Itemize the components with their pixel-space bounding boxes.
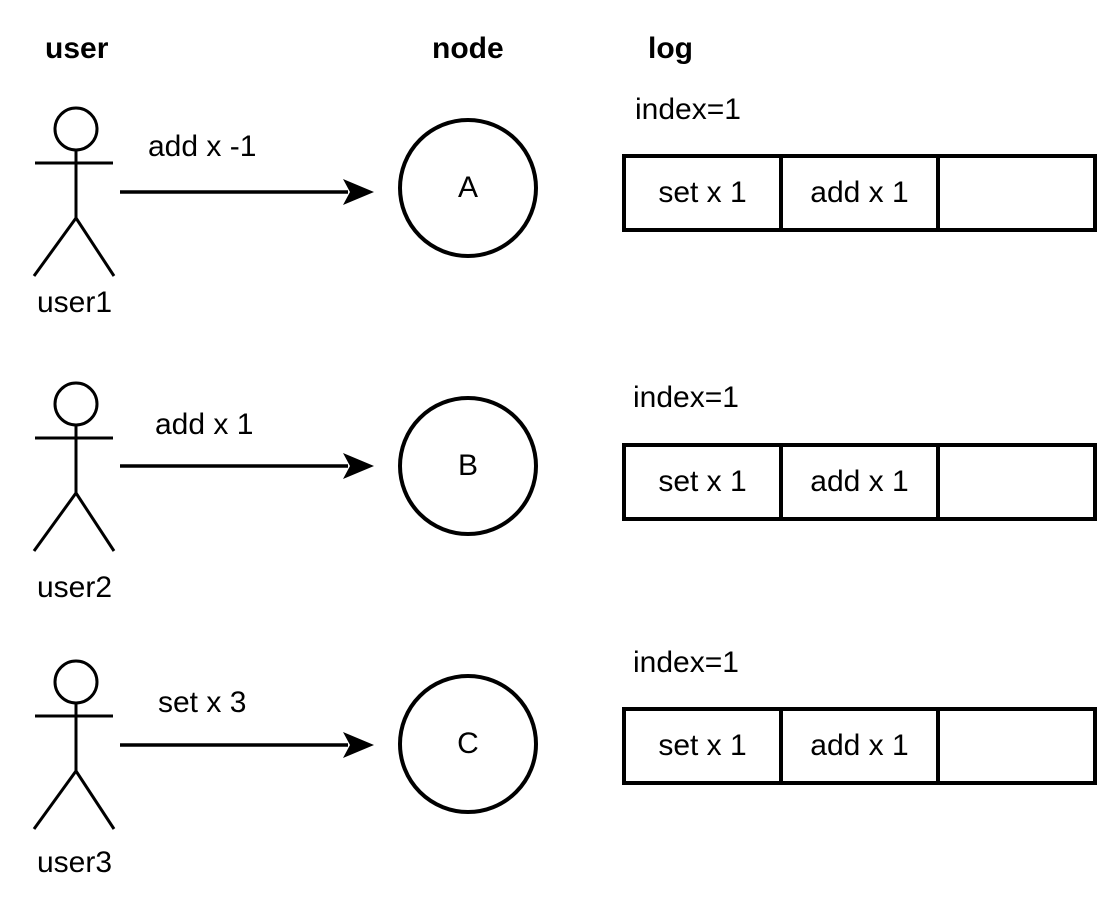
user-label: user2 — [37, 571, 113, 604]
log-cell — [936, 447, 1093, 517]
log-cell: set x 1 — [658, 176, 747, 209]
stick-figure-icon — [30, 658, 122, 834]
log-index-label: index=1 — [633, 646, 739, 679]
node-circle: C — [398, 674, 538, 814]
column-header-node: node — [432, 32, 504, 65]
column-header-user: user — [45, 32, 109, 65]
node-label: B — [457, 449, 478, 482]
stick-figure-icon — [30, 380, 122, 556]
log-cell — [936, 158, 1093, 228]
message-label: set x 3 — [158, 686, 247, 719]
log-cell: set x 1 — [658, 465, 747, 498]
log-cell: add x 1 — [779, 447, 936, 517]
node-label: A — [457, 171, 478, 204]
message-label: add x -1 — [148, 130, 257, 163]
log-index-label: index=1 — [633, 381, 739, 414]
node-circle: B — [398, 396, 538, 536]
log-cell — [936, 711, 1093, 781]
log-table: set x 1 add x 1 — [622, 707, 1097, 785]
arrow-icon — [120, 452, 376, 480]
log-table: set x 1 add x 1 — [622, 443, 1097, 521]
log-table: set x 1 add x 1 — [622, 154, 1097, 232]
node-circle: A — [398, 118, 538, 258]
message-label: add x 1 — [155, 408, 254, 441]
log-index-label: index=1 — [635, 93, 741, 126]
user-label: user1 — [37, 286, 113, 319]
log-cell: add x 1 — [779, 711, 936, 781]
log-cell: add x 1 — [779, 158, 936, 228]
user-label: user3 — [37, 846, 113, 879]
arrow-icon — [120, 178, 376, 206]
log-cell: set x 1 — [658, 729, 747, 762]
stick-figure-icon — [30, 105, 122, 281]
column-header-log: log — [648, 32, 693, 65]
arrow-icon — [120, 731, 376, 759]
node-label: C — [457, 727, 479, 760]
